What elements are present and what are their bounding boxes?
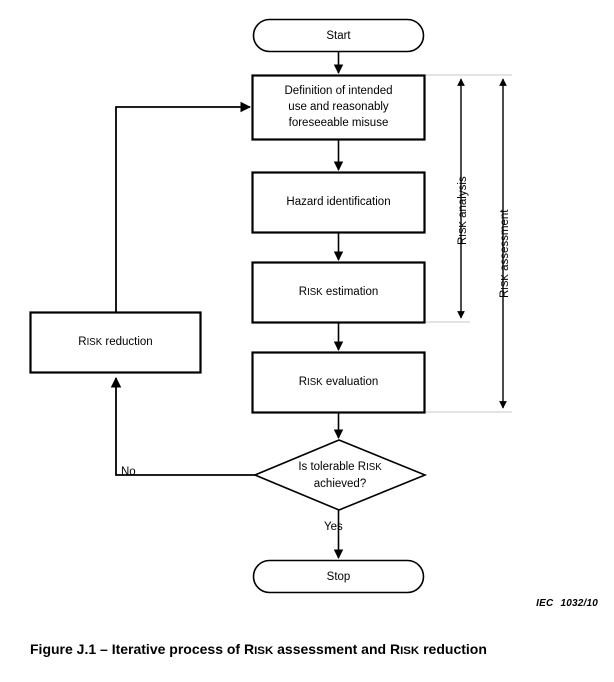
node-start bbox=[252, 18, 425, 53]
node-risk-evaluation bbox=[251, 351, 426, 414]
caption-suffix: reduction bbox=[419, 641, 487, 657]
caption-prefix: Figure J.1 – Iterative process of bbox=[30, 641, 244, 657]
edge-reduction-to-definition bbox=[115, 101, 252, 312]
node-risk-estimation bbox=[251, 261, 426, 324]
caption-risk2-cap: R bbox=[389, 641, 401, 657]
node-definition bbox=[251, 74, 426, 141]
risk-assessment-cap: R bbox=[499, 289, 511, 298]
bracket-guide-lines bbox=[424, 74, 512, 413]
figure-caption: Figure J.1 – Iterative process of RISK a… bbox=[30, 641, 584, 657]
node-hazard-identification bbox=[251, 171, 426, 234]
edge-decision-no-to-reduction bbox=[110, 376, 255, 476]
caption-risk1-smallcaps: ISK bbox=[254, 645, 274, 657]
node-risk-reduction bbox=[29, 311, 202, 374]
iec-reference-org: IEC bbox=[536, 598, 554, 609]
bracket-label-risk-analysis: RISK analysis bbox=[457, 176, 469, 245]
caption-mid: assessment and bbox=[273, 641, 390, 657]
caption-risk2-smallcaps: ISK bbox=[400, 645, 420, 657]
bracket-label-risk-assessment: RISK assessment bbox=[499, 210, 511, 298]
risk-assessment-smallcaps: ISK bbox=[500, 274, 511, 290]
node-stop bbox=[252, 559, 425, 594]
node-decision-tolerable-risk bbox=[252, 439, 428, 511]
caption-risk1-cap: R bbox=[243, 641, 255, 657]
risk-analysis-smallcaps: ISK bbox=[458, 221, 469, 237]
iec-reference-number: 1032/10 bbox=[560, 598, 598, 609]
risk-analysis-cap: R bbox=[457, 236, 469, 245]
edge-label-no: No bbox=[121, 466, 136, 478]
edge-label-yes: Yes bbox=[324, 521, 343, 533]
iec-reference: IEC 1032/10 bbox=[536, 598, 598, 609]
risk-analysis-rest: analysis bbox=[457, 176, 469, 222]
risk-assessment-rest: assessment bbox=[499, 209, 511, 275]
